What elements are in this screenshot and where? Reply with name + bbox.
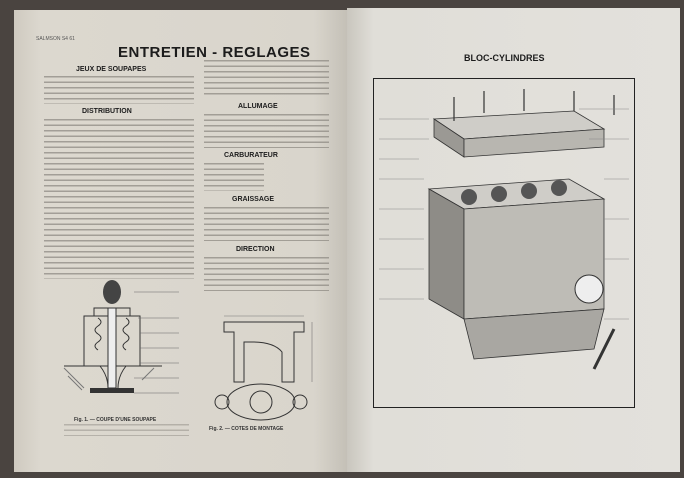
- right-page: BLOC-CYLINDRES: [347, 8, 680, 472]
- section-heading: DISTRIBUTION: [82, 108, 132, 115]
- section-heading: GRAISSAGE: [232, 196, 275, 203]
- page-title: BLOC-CYLINDRES: [464, 53, 545, 63]
- text-block: [44, 119, 194, 279]
- valve-cross-section-figure: [63, 280, 179, 394]
- section-heading: CARBURATEUR: [224, 152, 278, 159]
- page-title: ENTRETIEN - REGLAGES: [118, 44, 311, 61]
- dimension-drawing-figure: [214, 315, 313, 421]
- running-header: SALMSON S4 61: [36, 36, 75, 42]
- section-heading: DIRECTION: [236, 246, 275, 253]
- exploded-engine-frame: [373, 78, 635, 408]
- text-block: [204, 207, 329, 241]
- text-block: [204, 60, 329, 98]
- text-block: [204, 114, 329, 148]
- text-block: [204, 163, 264, 191]
- figure-legend: [64, 424, 189, 436]
- figure-1-caption: Fig. 1. — COUPE D'UNE SOUPAPE: [74, 417, 157, 423]
- figure-2-caption: Fig. 2. — COTES DE MONTAGE: [209, 426, 284, 432]
- left-page: SALMSON S4 61 ENTRETIEN - REGLAGES JEUX …: [14, 10, 347, 472]
- text-block: [44, 76, 194, 104]
- section-heading: ALLUMAGE: [238, 103, 278, 110]
- section-heading: JEUX DE SOUPAPES: [76, 66, 147, 73]
- exploded-cylinder-block-illustration: [379, 89, 629, 370]
- text-block: [204, 257, 329, 291]
